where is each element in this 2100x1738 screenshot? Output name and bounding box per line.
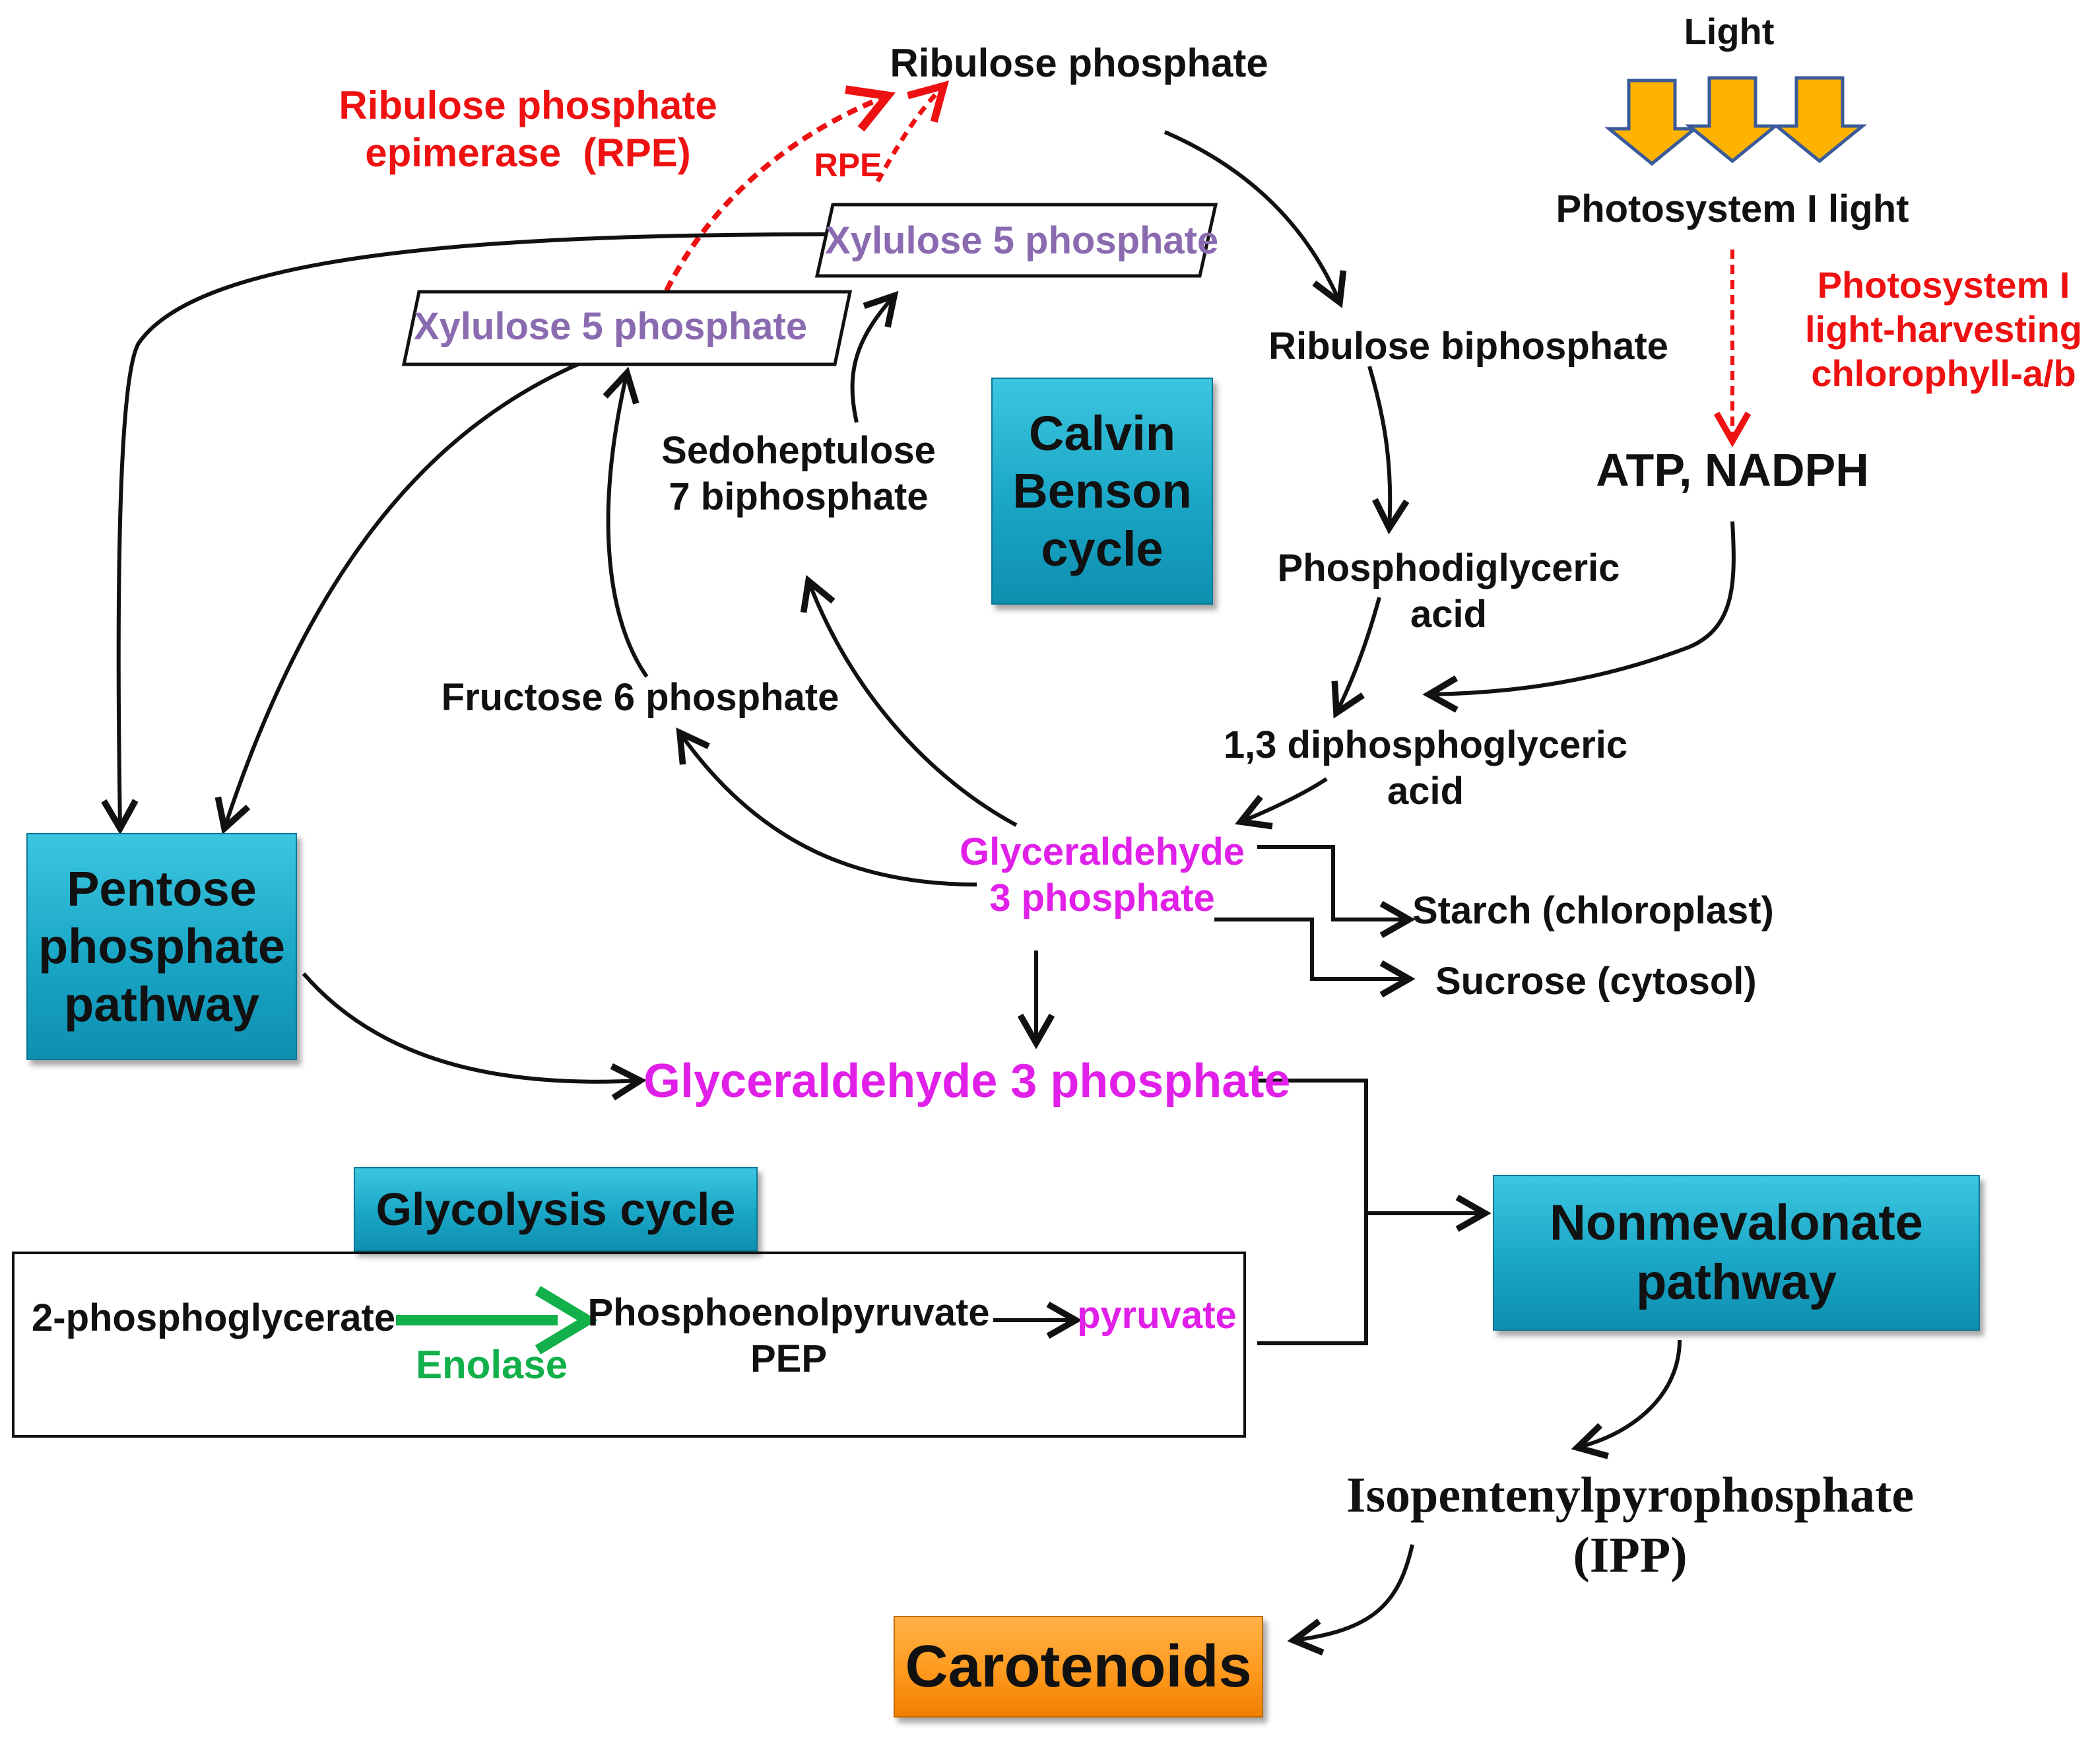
- arrow-pyruvate-to-line: [1257, 1213, 1368, 1345]
- g3p-calvin-line-2: 3 phosphate: [989, 876, 1215, 919]
- pentose-line-1: Pentose: [67, 861, 257, 917]
- rpe-short-label: RPE: [814, 147, 882, 184]
- xylulose-left-label: Xylulose 5 phosphate: [413, 305, 808, 348]
- pentose-phosphate-box: Pentose phosphate pathway: [26, 833, 297, 1060]
- carotenoids-box: Carotenoids: [894, 1616, 1263, 1718]
- calvin-line-2: Benson: [1012, 463, 1192, 519]
- harvesting-line-2: light-harvesting: [1804, 308, 2083, 351]
- arrow-ribp-to-ribbp: [1164, 130, 1347, 308]
- arrow-xylulose-left-to-pentose: [214, 361, 582, 835]
- sedoheptulose-label: Sedoheptulose 7 biphosphate: [650, 428, 947, 519]
- harvesting-line-3: chlorophyll-a/b: [1811, 352, 2076, 395]
- sedo-line-1: Sedoheptulose: [661, 429, 936, 472]
- ipp-line-1: Isopentenylpyrophosphate: [1346, 1467, 1915, 1523]
- starch-label: Starch (chloroplast): [1412, 889, 1774, 932]
- pep-line-2: PEP: [750, 1337, 828, 1380]
- xylulose-left-frame: [401, 290, 853, 366]
- pep-label: Phosphoenolpyruvate PEP: [587, 1290, 990, 1382]
- xylulose-top-label: Xylulose 5 phosphate: [825, 219, 1219, 262]
- phosphodiglyceric-label: Phosphodiglyceric acid: [1270, 545, 1627, 637]
- harvesting-line-1: Photosystem I: [1817, 264, 2070, 306]
- phosphoglycerate-label: 2-phosphoglycerate: [32, 1296, 396, 1339]
- pga-line-1: Phosphodiglyceric: [1277, 547, 1620, 589]
- arrow-g3p-to-fructose: [676, 727, 977, 886]
- sucrose-label: Sucrose (cytosol): [1435, 960, 1757, 1003]
- arrow-g3p-to-nonmevalonate: [1254, 1079, 1492, 1232]
- enolase-arrow: [396, 1286, 598, 1354]
- ribulose-phosphate-label: Ribulose phosphate: [890, 41, 1268, 85]
- arrow-ribbp-to-pga: [1367, 366, 1410, 535]
- g3p-calvin-line-1: Glyceraldehyde: [960, 830, 1245, 873]
- ribulose-biphosphate-label: Ribulose biphosphate: [1268, 325, 1668, 368]
- atp-nadph-label: ATP, NADPH: [1596, 444, 1869, 496]
- rpe-line-2: epimerase (RPE): [365, 131, 691, 175]
- calvin-arrows: [101, 130, 1736, 1656]
- rpe-arrow-1: [664, 85, 896, 292]
- down-arrow-icon: [1604, 79, 1700, 166]
- arrow-g3p-to-starch: [1257, 845, 1416, 939]
- diphosphoglyceric-label: 1,3 diphosphoglyceric acid: [1214, 722, 1637, 814]
- glycolysis-title-box: Glycolysis cycle: [354, 1167, 758, 1252]
- arrow-g3p-to-sucrose: [1214, 918, 1416, 998]
- xylulose-top-frame: [814, 203, 1218, 278]
- arrow-pga-to-dpga: [1331, 597, 1381, 719]
- pentose-line-2: phosphate: [38, 919, 286, 974]
- pentose-line-3: pathway: [63, 976, 260, 1032]
- enolase-label: Enolase: [416, 1343, 568, 1387]
- pep-line-1: Phosphoenolpyruvate: [587, 1291, 990, 1334]
- calvin-line-3: cycle: [1041, 521, 1164, 576]
- ipp-line-2: (IPP): [1573, 1527, 1688, 1584]
- arrow-fructose-to-xylulose-left: [603, 366, 649, 678]
- arrow-atp-to-dpga: [1422, 521, 1736, 713]
- dpga-line-2: acid: [1387, 769, 1464, 813]
- calvin-benson-box: Calvin Benson cycle: [991, 378, 1213, 605]
- nonmeva-line-2: pathway: [1635, 1254, 1837, 1310]
- arrow-dpga-to-g3p: [1235, 777, 1328, 830]
- rpe-arrow-2: [875, 81, 949, 183]
- light-arrows: [1604, 76, 1868, 166]
- ipp-label: Isopentenylpyrophosphate (IPP): [1320, 1465, 1940, 1586]
- light-title: Light: [1684, 11, 1775, 52]
- glycolysis-frame: [12, 1252, 1246, 1438]
- pyruvate-label: pyruvate: [1077, 1294, 1237, 1337]
- nonmevalonate-box: Nonmevalonate pathway: [1493, 1175, 1980, 1331]
- arrow-pentose-to-g3p: [302, 972, 647, 1101]
- photosystem-label: Photosystem I light: [1556, 187, 1909, 230]
- arrow-ipp-to-carotenoids: [1287, 1544, 1414, 1656]
- arrow-g3p-to-sedo: [800, 574, 1018, 827]
- arrow-nonmeva-to-ipp: [1571, 1339, 1682, 1459]
- rpe-enzyme-label: Ribulose phosphate epimerase (RPE): [330, 82, 726, 177]
- g3p-calvin-label: Glyceraldehyde 3 phosphate: [944, 829, 1261, 921]
- pga-line-2: acid: [1410, 592, 1488, 636]
- g3p-main-label: Glyceraldehyde 3 phosphate: [643, 1055, 1291, 1108]
- nonmeva-line-1: Nonmevalonate: [1550, 1195, 1923, 1252]
- dpga-line-1: 1,3 diphosphoglyceric: [1223, 723, 1628, 766]
- down-arrow-icon: [1684, 76, 1781, 164]
- down-arrow-icon: [1771, 76, 1868, 164]
- rpe-line-1: Ribulose phosphate: [339, 83, 717, 127]
- calvin-line-1: Calvin: [1028, 406, 1176, 461]
- arrow-sedo-to-xylulose-top: [850, 290, 899, 423]
- sedo-line-2: 7 biphosphate: [669, 475, 929, 518]
- arrow-xylulose-top-to-pentose: [101, 232, 826, 835]
- fructose-label: Fructose 6 phosphate: [441, 676, 839, 719]
- harvesting-label: Photosystem I light-harvesting chlorophy…: [1788, 263, 2099, 396]
